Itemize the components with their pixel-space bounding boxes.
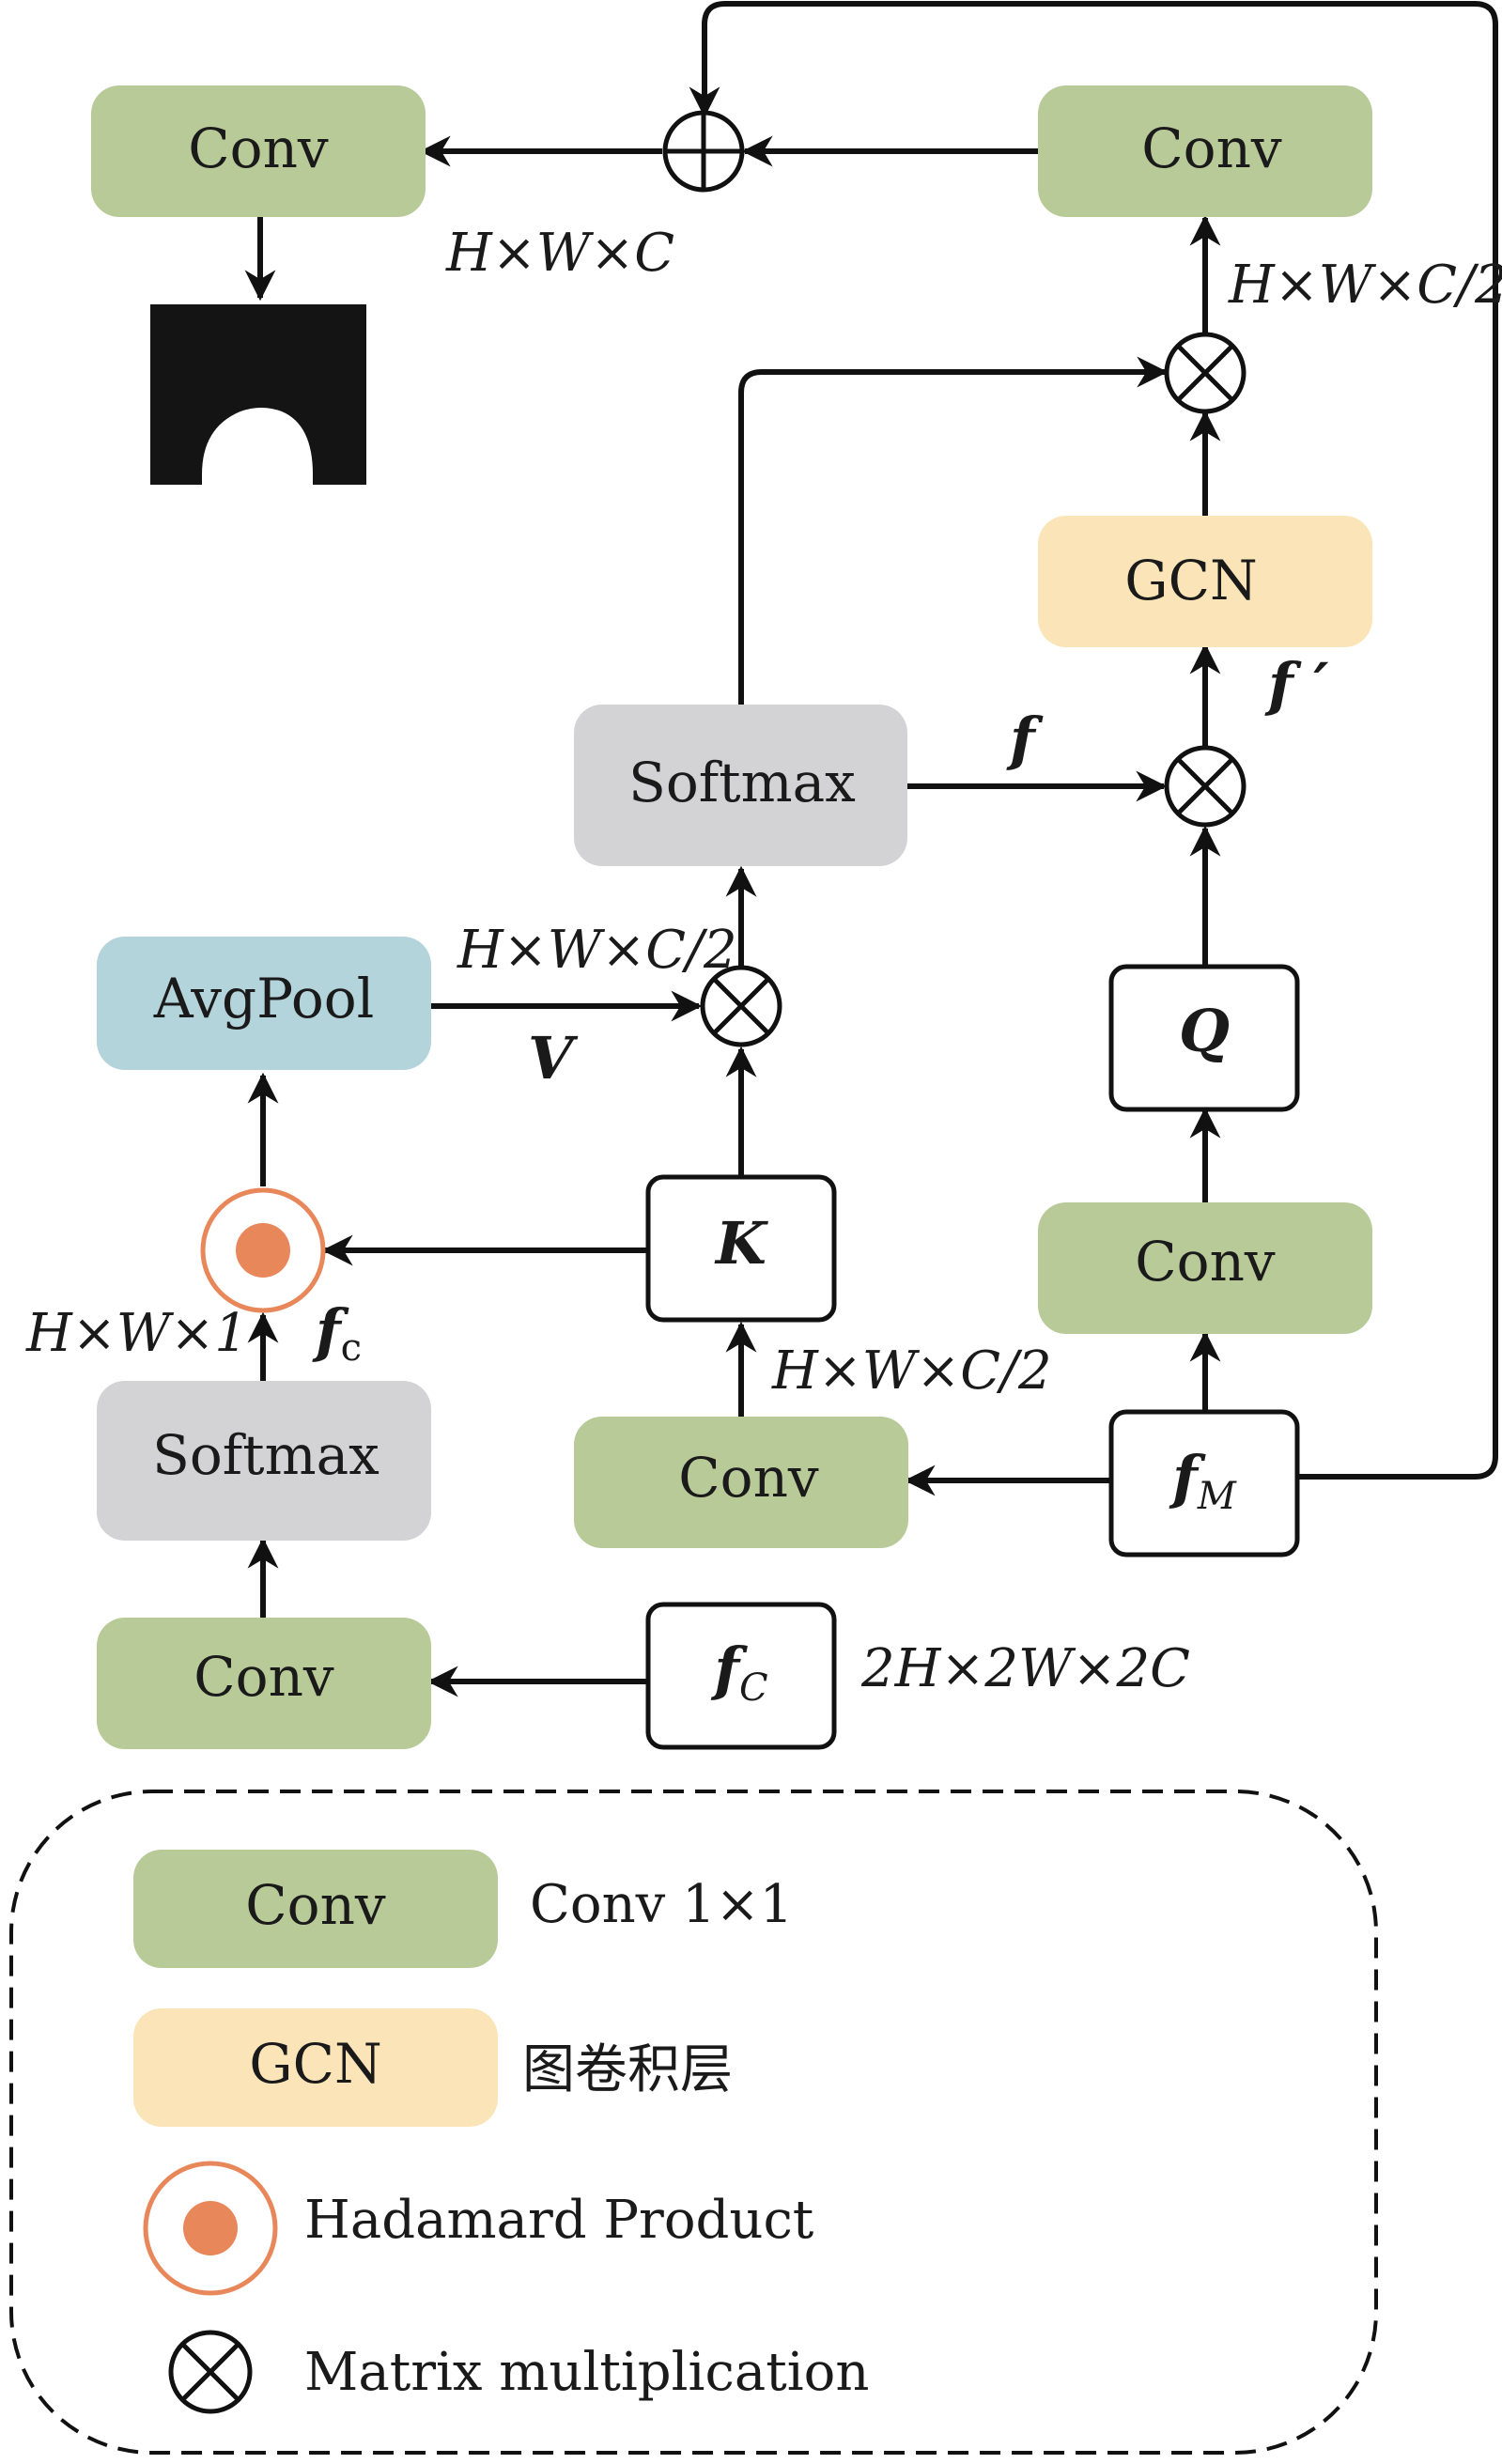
label-f-prime: f ′	[1264, 650, 1329, 719]
avgpool-label: AvgPool	[153, 967, 375, 1031]
conv-top-left-block: Conv	[91, 85, 426, 217]
label-input-dims: 2H×2W×2C	[860, 1638, 1190, 1699]
softmax-left-block: Softmax	[97, 1381, 431, 1541]
conv-mid-block: Conv	[574, 1417, 908, 1548]
label-fc-small: fc	[312, 1296, 362, 1370]
legend-conv-box-label: Conv	[245, 1873, 386, 1937]
fc-block: fC	[645, 1602, 837, 1750]
legend-conv-swatch	[133, 1850, 498, 1968]
conv-top-right-block: Conv	[1038, 85, 1372, 217]
conv-right-label: Conv	[1135, 1230, 1276, 1294]
q-block: Q	[1108, 964, 1300, 1112]
conv-bottom-left-label: Conv	[194, 1645, 334, 1709]
hadamard-icon	[200, 1187, 326, 1313]
fc-sub: C	[739, 1666, 768, 1710]
matmul-left-icon	[700, 965, 782, 1047]
conv-bottom-left-block: Conv	[97, 1618, 431, 1749]
add-icon	[662, 110, 745, 193]
label-hwc2-avgpool: H×W×C/2	[457, 920, 737, 981]
matmul-top-icon	[1164, 332, 1247, 414]
conv-right-block: Conv	[1038, 1202, 1372, 1334]
legend-matmul-desc: Matrix multiplication	[304, 2342, 869, 2403]
k-label: K	[714, 1209, 768, 1278]
softmax-left-label: Softmax	[152, 1423, 379, 1487]
gcn-block: GCN	[1038, 516, 1372, 647]
label-hw1: H×W×1	[25, 1303, 248, 1364]
matmul-mid-icon	[1164, 745, 1247, 828]
avgpool-block: AvgPool	[97, 937, 431, 1070]
legend-gcn-desc: 图卷积层	[522, 2039, 733, 2100]
fm-sub: M	[1197, 1475, 1237, 1518]
q-label: Q	[1179, 997, 1230, 1065]
label-hwc2-top-right: H×W×C/2	[1228, 255, 1502, 316]
label-v: V	[528, 1024, 579, 1093]
legend-gcn-swatch	[133, 2008, 498, 2127]
k-block: K	[645, 1174, 837, 1323]
label-hwc-top: H×W×C	[445, 223, 674, 284]
edges	[244, 1, 1498, 1697]
legend-gcn-box-label: GCN	[249, 2032, 381, 2096]
legend-hadamard-desc: Hadamard Product	[304, 2190, 814, 2251]
conv-top-left-label: Conv	[188, 116, 329, 180]
legend: Conv Conv 1×1 GCN 图卷积层 Hadamard Product …	[9, 1790, 1378, 2455]
legend-matmul-icon	[168, 2330, 253, 2414]
edge-fm-to-add	[689, 1, 1498, 1480]
conv-mid-label: Conv	[678, 1446, 819, 1510]
edge-softmax-to-matmul-top	[738, 356, 1169, 705]
output-mask-image	[150, 304, 366, 485]
label-f: f	[1006, 705, 1044, 773]
softmax-mid-block: Softmax	[574, 705, 907, 866]
label-fc-small-sub: c	[341, 1326, 362, 1370]
legend-conv-desc: Conv 1×1	[530, 1874, 793, 1935]
legend-hadamard-icon	[143, 2161, 278, 2296]
conv-top-right-label: Conv	[1141, 116, 1282, 180]
softmax-mid-label: Softmax	[628, 751, 856, 814]
fm-block: fM	[1108, 1409, 1300, 1557]
label-hwc2-k: H×W×C/2	[771, 1340, 1052, 1402]
gcn-label: GCN	[1124, 549, 1257, 612]
